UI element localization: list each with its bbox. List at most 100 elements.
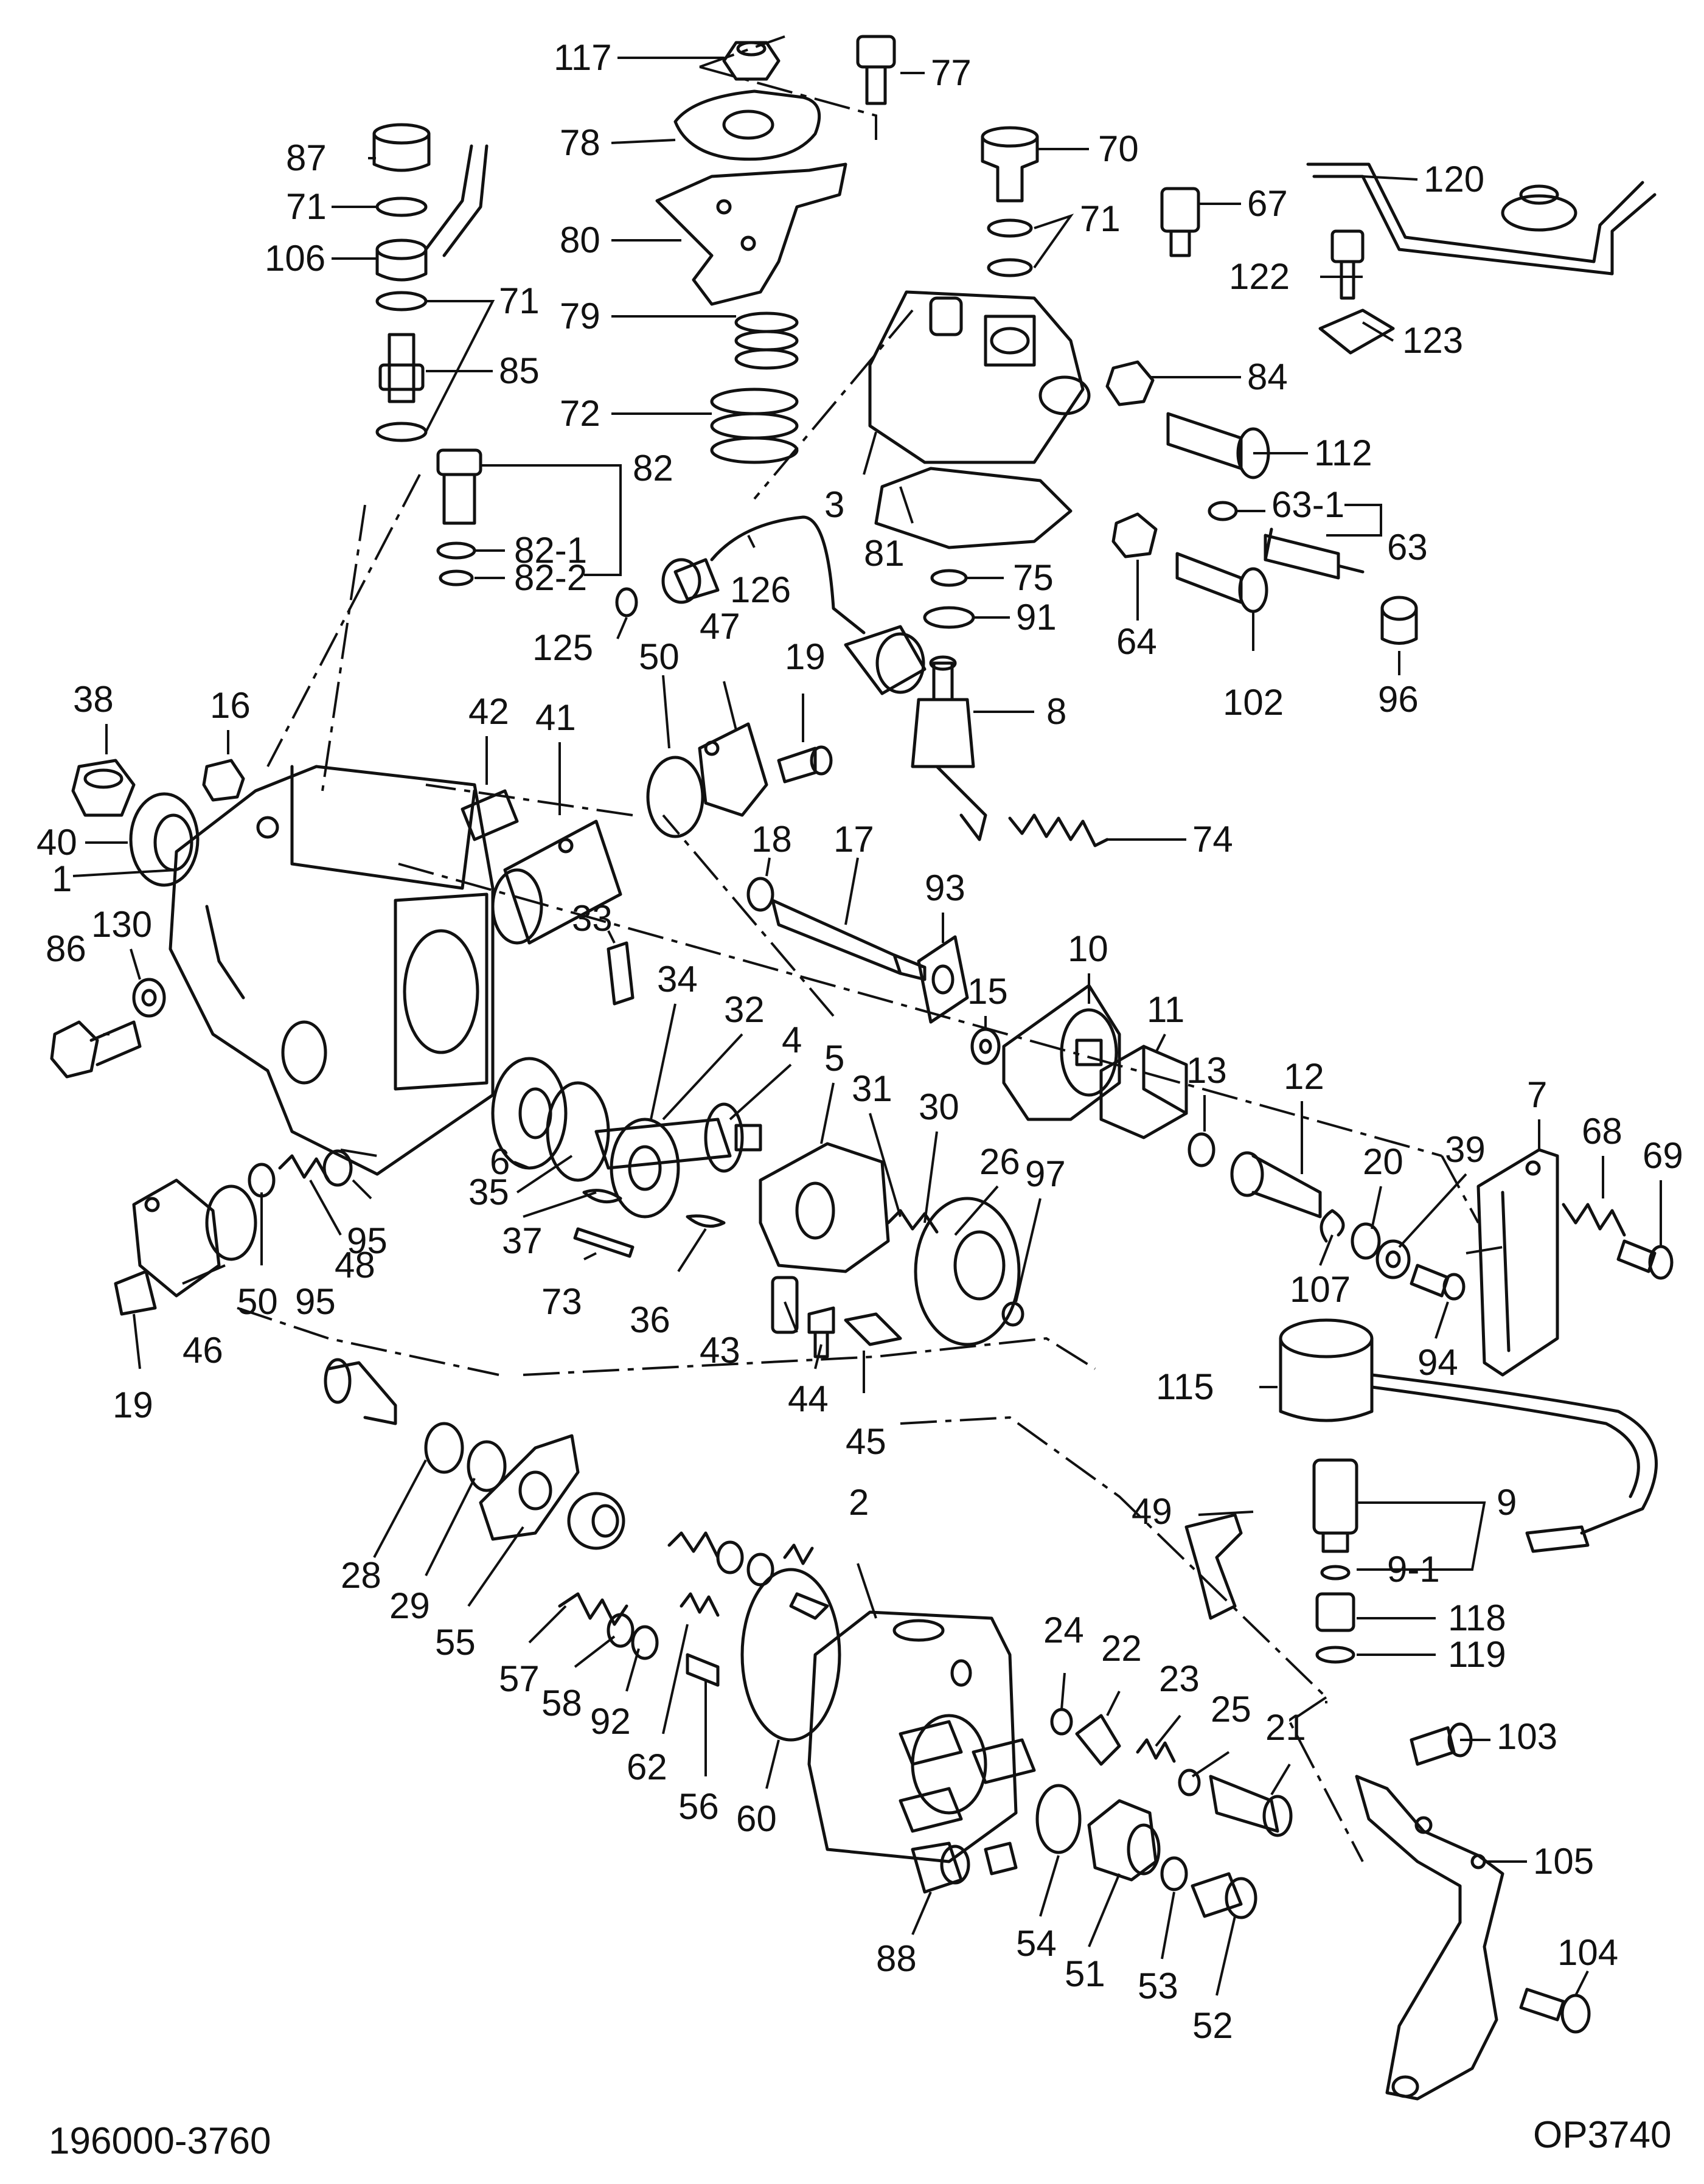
part-5-disk [759,1142,890,1273]
part-67-bolt [1160,187,1200,257]
part-70-cap [981,126,1039,203]
callout-24: 24 [1043,1610,1084,1650]
callout-63: 63 [1387,527,1428,568]
callout-102: 102 [1223,682,1284,723]
callout-94: 94 [1417,1342,1458,1383]
part-18-ring [746,877,774,912]
part-112-bolt [1166,412,1270,479]
callout-119: 119 [1448,1634,1506,1675]
part-42-pin [461,789,519,841]
part-9-valve [1312,1458,1358,1553]
callout-73: 73 [541,1281,582,1322]
callout-97: 97 [1025,1153,1066,1194]
part-62-spring [680,1592,720,1617]
part-73-pin [573,1227,635,1258]
callout-103: 103 [1497,1716,1557,1757]
callout-6: 6 [490,1141,510,1182]
callout-42: 42 [468,691,509,732]
callout-38: 38 [73,679,114,720]
callout-60: 60 [736,1798,777,1839]
callout-46: 46 [183,1330,223,1371]
phantom-lines [237,35,1503,1862]
callout-4: 4 [782,1020,802,1060]
part-78-plate [673,89,821,161]
callout-86: 86 [46,928,86,969]
part-1-housing [169,765,495,1176]
part-63-screw [1264,527,1365,580]
part-33-key [607,941,635,1006]
callout-123: 123 [1402,320,1463,361]
part-50-oring [646,756,704,838]
callout-85: 85 [499,350,540,391]
parts [50,35,1674,2101]
callout-105: 105 [1533,1841,1594,1882]
callout-51: 51 [1065,1953,1105,1994]
part-19-screws [114,745,833,1316]
callout-22: 22 [1101,1628,1142,1669]
part-68-spring [1562,1203,1626,1237]
part-126-wire [615,515,927,695]
part-53-washer [1160,1856,1188,1891]
callout-19b: 19 [113,1385,153,1425]
callout-77: 77 [931,52,972,93]
callout-5: 5 [824,1038,844,1079]
part-41-sleeve [491,819,622,945]
callout-71b: 71 [499,280,540,321]
part-88-bolt [911,1841,970,1894]
part-105-bracket [1355,1775,1504,2101]
part-12-pin [1230,1151,1322,1219]
part-54-oring [1035,1784,1082,1854]
part-74-spring [1008,813,1109,847]
part-118-bushing [1315,1592,1355,1632]
part-60-oring [740,1568,841,1742]
callout-80: 80 [560,220,600,260]
part-115-solenoid [1279,1318,1658,1553]
callout-122: 122 [1229,256,1290,297]
callout-56: 56 [678,1786,719,1827]
part-21-holder [1209,1775,1293,1837]
part-26-plate [914,1197,1021,1346]
callout-130: 130 [91,904,152,945]
part-46-cover [132,1178,221,1298]
callout-82: 82 [633,448,673,489]
part-16-nut [202,759,245,802]
part-4-shaft [594,1102,762,1173]
part-63-1-ring [1208,501,1238,521]
callout-33: 33 [572,898,613,939]
callout-91: 91 [1016,597,1057,638]
callout-12: 12 [1284,1056,1324,1097]
part-79-spring [734,311,799,370]
drawing-number: 196000-3760 [49,2120,271,2162]
callout-34: 34 [657,959,698,1000]
callout-71: 71 [286,186,327,227]
callout-1: 1 [52,858,72,899]
part-75-91-rings [923,569,975,629]
callout-106: 106 [265,238,325,279]
part-43-pin [771,1276,799,1334]
callout-62: 62 [627,1747,667,1787]
part-28-ring [424,1422,464,1474]
callout-9: 9 [1497,1482,1517,1523]
callout-49: 49 [1132,1491,1172,1532]
callout-3: 3 [824,484,844,525]
callout-43: 43 [700,1330,740,1371]
sheet-code: OP3740 [1533,2114,1672,2156]
part-84-nut [1105,360,1155,406]
part-sleeve [567,1492,625,1550]
part-93-plate [917,935,969,1024]
part-56-pin [686,1653,720,1687]
callout-82-1: 82-1 [514,530,587,571]
part-106-fitting [375,144,489,282]
callout-63-1: 63-1 [1271,484,1344,525]
callout-70: 70 [1098,128,1139,169]
part-77-bolt [856,35,896,105]
callout-31: 31 [852,1068,892,1109]
callout-37: 37 [502,1220,543,1261]
callout-23: 23 [1159,1658,1200,1699]
callout-47: 47 [700,606,740,647]
callout-19: 19 [785,636,826,677]
callout-78: 78 [560,122,600,163]
part-103-bolt [1410,1722,1473,1766]
callout-20: 20 [1363,1141,1403,1182]
part-9-1-ring [1320,1565,1351,1581]
